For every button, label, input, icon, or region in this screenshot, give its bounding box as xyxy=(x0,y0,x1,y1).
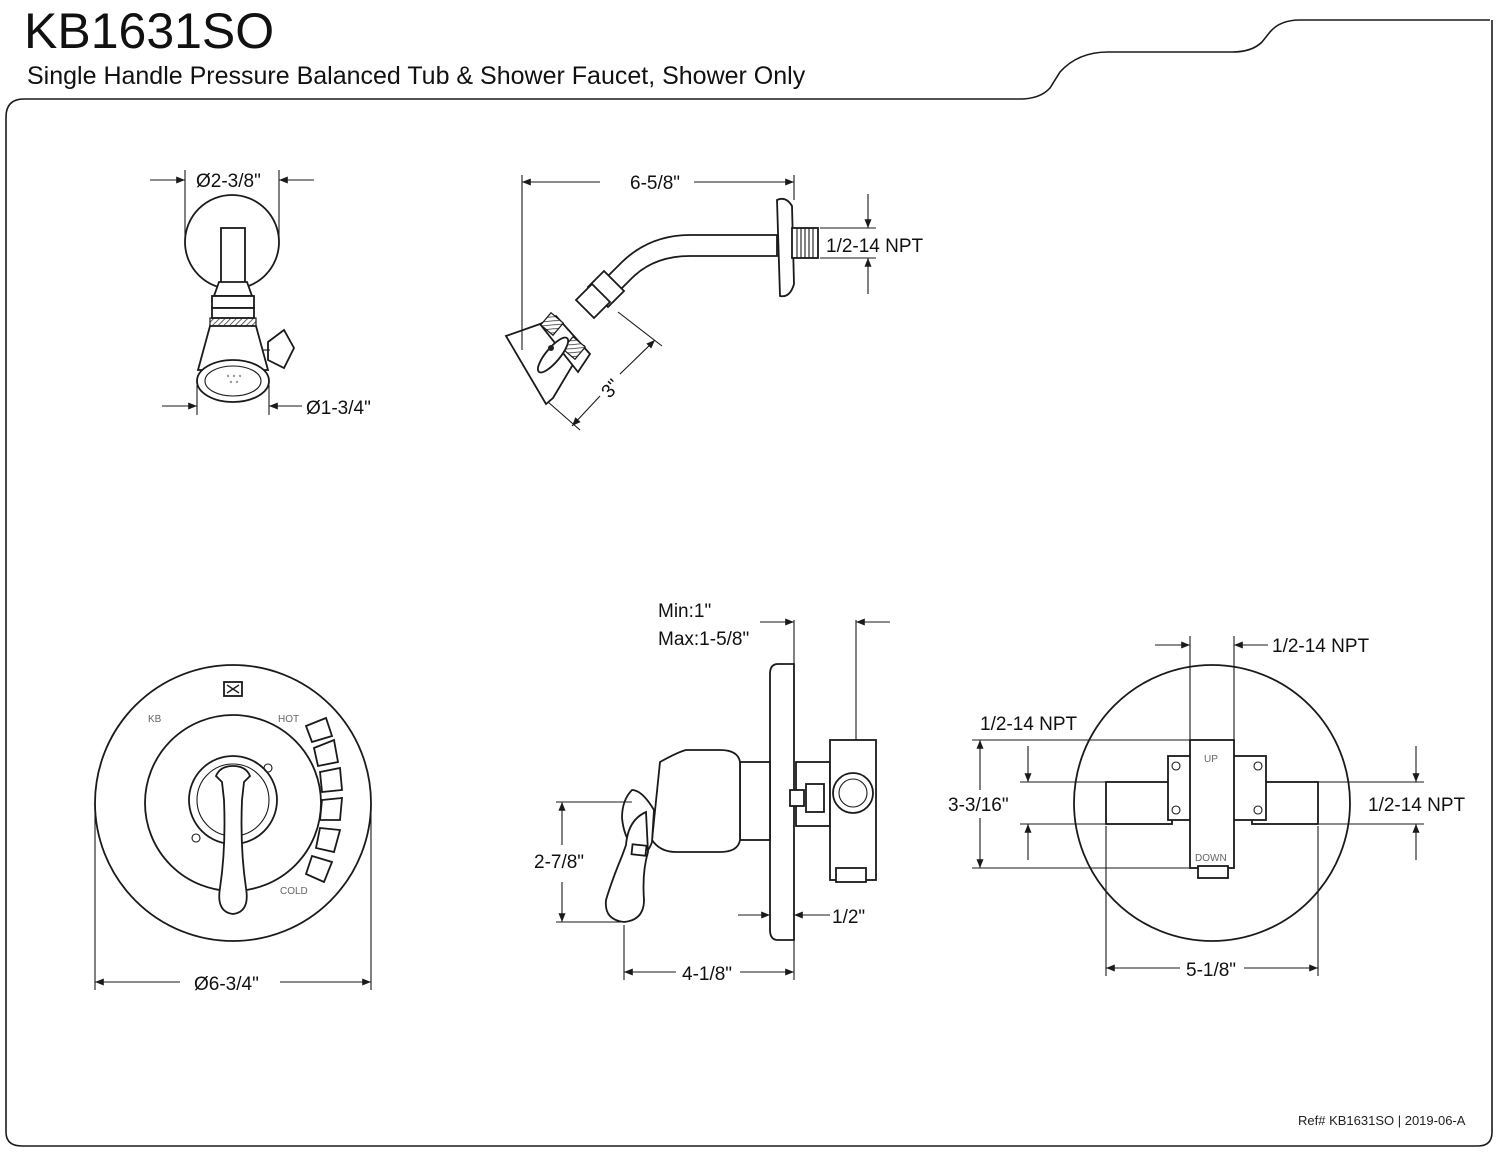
trim-label-kb: KB xyxy=(148,714,162,725)
trim-diameter-label: Ø6-3/4" xyxy=(194,974,259,995)
handle-height-label: 2-7/8" xyxy=(534,852,584,873)
valve-label-down: DOWN xyxy=(1195,853,1227,864)
showerhead-front-view xyxy=(150,170,314,415)
head-length-label: 3" xyxy=(598,376,625,403)
valve-side-view xyxy=(556,618,890,980)
model-number: KB1631SO xyxy=(24,3,274,59)
reference-number: Ref# KB1631SO | 2019-06-A xyxy=(1298,1113,1466,1128)
product-description: Single Handle Pressure Balanced Tub & Sh… xyxy=(27,62,806,90)
body-width-label: 5-1/8" xyxy=(1186,960,1236,981)
trim-front-view xyxy=(94,664,372,990)
valve-max-depth-label: Max:1-5/8" xyxy=(658,629,749,650)
trim-label-hot: HOT xyxy=(278,714,299,725)
valve-rear-view xyxy=(972,636,1424,976)
valve-min-depth-label: Min:1" xyxy=(658,601,711,622)
plate-thickness-label: 1/2" xyxy=(832,907,865,928)
right-thread-label: 1/2-14 NPT xyxy=(1368,795,1466,816)
flange-diameter-label: Ø2-3/8" xyxy=(196,171,261,192)
arm-length-label: 6-5/8" xyxy=(630,173,680,194)
head-diameter-label: Ø1-3/4" xyxy=(306,398,371,419)
body-height-label: 3-3/16" xyxy=(948,795,1009,816)
left-thread-label: 1/2-14 NPT xyxy=(980,714,1078,735)
projection-label: 4-1/8" xyxy=(682,964,732,985)
trim-label-cold: COLD xyxy=(280,886,308,897)
valve-label-up: UP xyxy=(1204,754,1218,765)
arm-thread-label: 1/2-14 NPT xyxy=(826,236,924,257)
showerhead-side-view xyxy=(504,175,876,431)
top-thread-label: 1/2-14 NPT xyxy=(1272,636,1370,657)
sheet-frame xyxy=(5,19,1493,1147)
